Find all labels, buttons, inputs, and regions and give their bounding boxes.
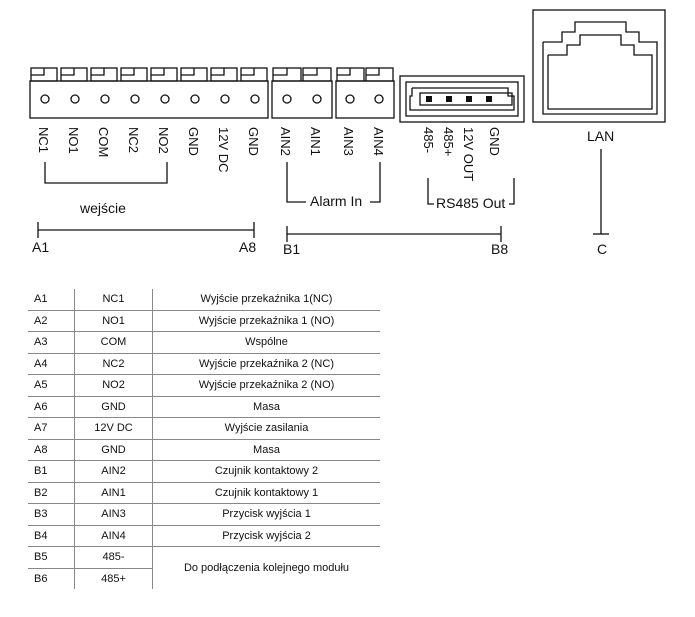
- pin-label-gnd-a8: GND: [246, 127, 261, 156]
- pin-label-nc1: NC1: [36, 127, 51, 153]
- terminal-block-a: [29, 80, 269, 119]
- range-label-a1: A1: [32, 239, 49, 255]
- label-inputs: wejście: [79, 200, 126, 216]
- bracket-alarm-in: [286, 162, 306, 203]
- pin-label-ain2: AIN2: [278, 127, 293, 156]
- pin-label-485plus: 485+: [441, 127, 456, 156]
- pin-label-12vdc: 12V DC: [216, 127, 231, 173]
- rs485-connector: [399, 75, 525, 123]
- merged-description: Do podłączenia kolejnego modułu: [183, 562, 350, 574]
- pin-label-nc2: NC2: [126, 127, 141, 153]
- pin-label-12vout: 12V OUT: [461, 127, 476, 181]
- range-label-b1: B1: [283, 241, 300, 257]
- terminal-block-b1: [271, 80, 333, 119]
- pin-label-gnd-a6: GND: [186, 127, 201, 156]
- range-label-c: C: [597, 241, 607, 257]
- wiring-diagram: NC1 NO1 COM NC2 NO2 GND 12V DC GND AIN2 …: [29, 9, 666, 257]
- pin-label-no2: NO2: [156, 127, 171, 154]
- pin-label-485minus: 485-: [421, 127, 436, 153]
- label-alarm-in: Alarm In: [310, 193, 362, 209]
- pin-label-com: COM: [96, 127, 111, 157]
- bracket-inputs: [44, 162, 168, 184]
- bracket-rs485-out: [427, 178, 434, 205]
- pin-label-no1: NO1: [66, 127, 81, 154]
- pin-label-ain3: AIN3: [341, 127, 356, 156]
- pin-label-ain4: AIN4: [371, 127, 386, 156]
- pin-label-gnd-rs485: GND: [487, 127, 502, 156]
- pin-label-ain1: AIN1: [308, 127, 323, 156]
- range-label-a8: A8: [239, 239, 256, 255]
- terminal-block-b2: [335, 80, 395, 119]
- label-lan: LAN: [587, 128, 614, 144]
- lan-port: [532, 9, 666, 123]
- label-rs485-out: RS485 Out: [436, 195, 505, 211]
- range-label-b8: B8: [491, 241, 508, 257]
